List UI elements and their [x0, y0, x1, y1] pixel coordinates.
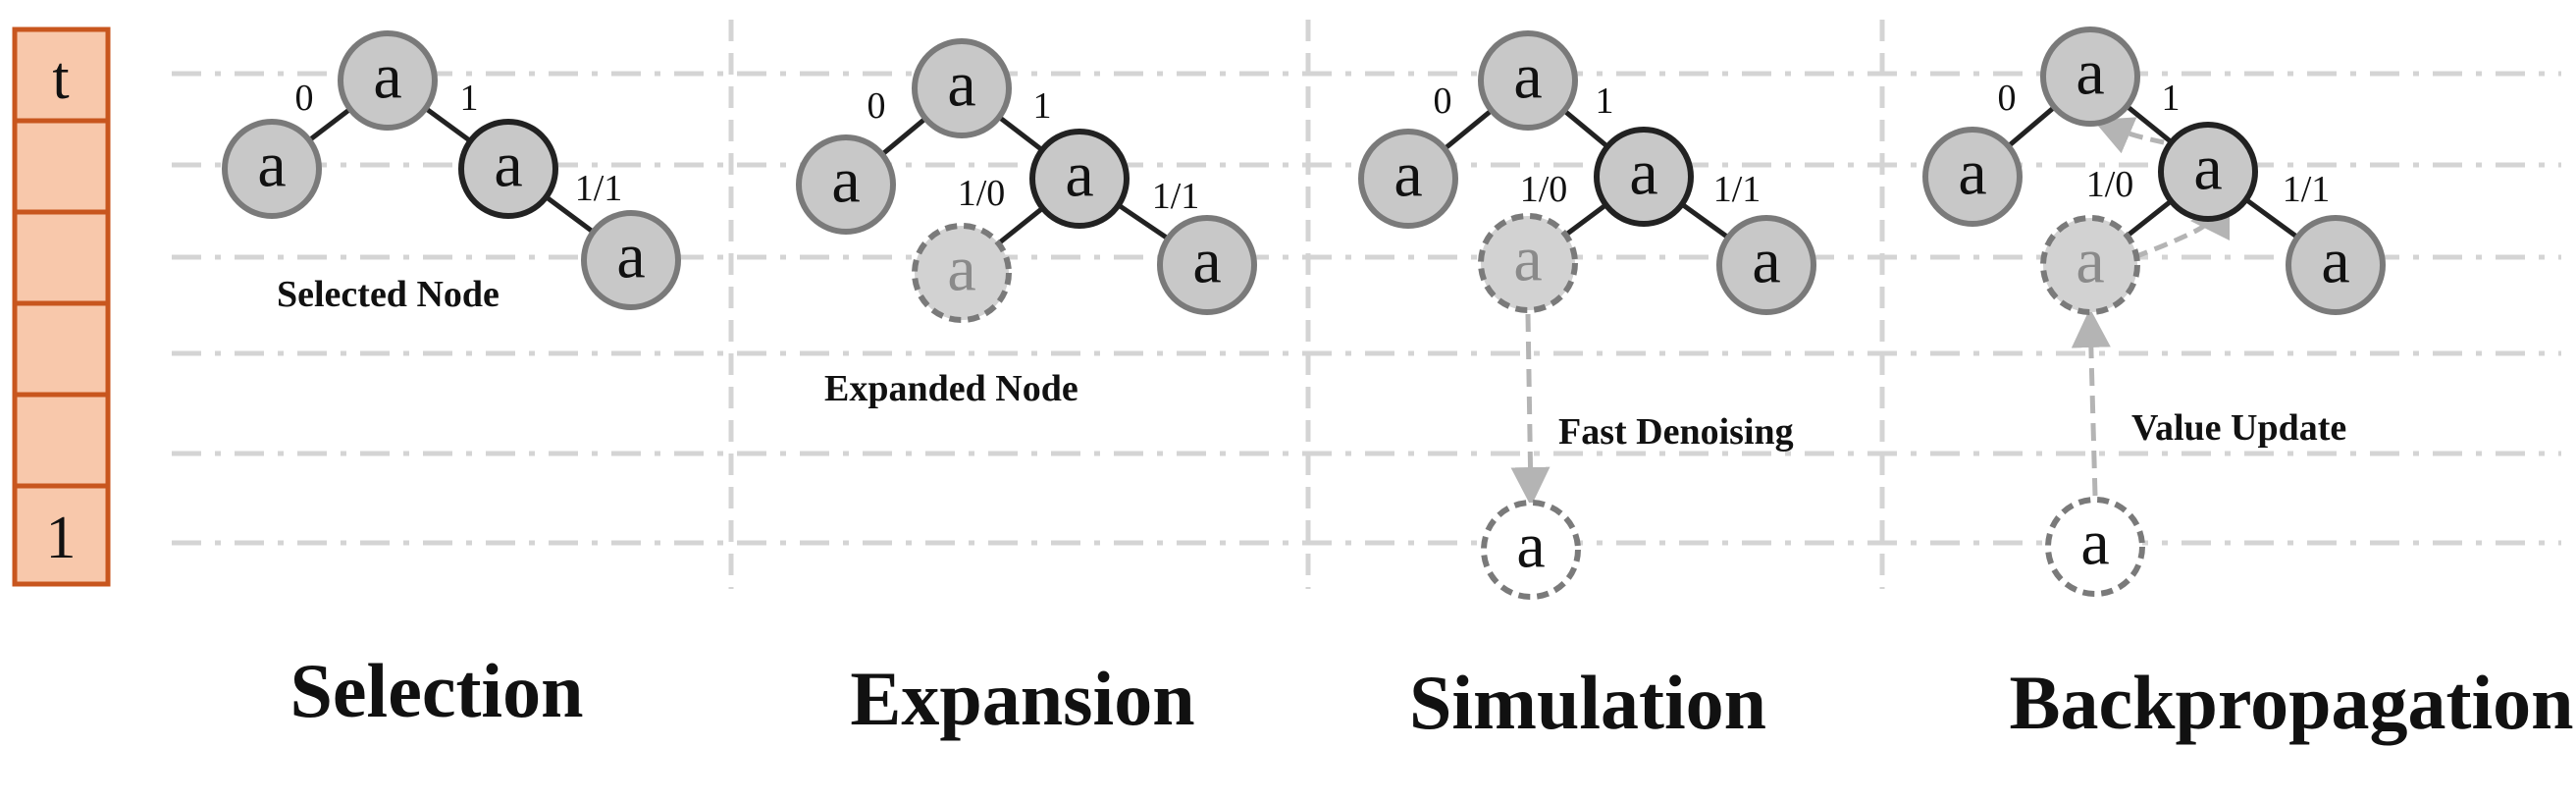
node-child: a — [581, 210, 681, 310]
svg-text:a: a — [947, 234, 975, 305]
svg-text:a: a — [1393, 139, 1422, 211]
node-rollout: a — [1481, 500, 1581, 600]
svg-text:a: a — [1513, 41, 1542, 113]
svg-text:a: a — [1629, 137, 1657, 209]
svg-text:a: a — [373, 41, 401, 113]
value-update-arrow — [2071, 308, 2111, 497]
annotation: Selected Node — [277, 274, 499, 315]
edge-label-new: 1/0 — [958, 173, 1006, 214]
timestep-stack: t 1 — [12, 27, 111, 587]
edge-label-left: 0 — [867, 85, 886, 127]
node-left: a — [1358, 129, 1458, 229]
svg-text:a: a — [616, 221, 645, 293]
edge-label-right: 1 — [460, 78, 479, 119]
svg-text:a: a — [1516, 510, 1545, 582]
svg-text:a: a — [1192, 226, 1221, 297]
edge-label-left: 0 — [1434, 80, 1452, 122]
panel-separators — [728, 20, 1885, 589]
stack-cell-2 — [12, 209, 111, 306]
stack-label-bottom: 1 — [46, 505, 77, 571]
svg-text:a: a — [1513, 224, 1542, 295]
phase-title: Selection — [290, 648, 584, 733]
edge-label-right: 1 — [1596, 80, 1614, 122]
edge-label-new: 1/0 — [1520, 169, 1568, 210]
fast-denoising-arrow — [1510, 313, 1551, 507]
node-child: a — [1157, 215, 1257, 315]
edge-label-child: 1/1 — [1152, 176, 1200, 217]
svg-text:a: a — [257, 130, 286, 201]
annotation: Fast Denoising — [1558, 411, 1794, 453]
svg-text:a: a — [831, 145, 860, 217]
edge-label-child: 1/1 — [2283, 169, 2331, 210]
stack-label-top: t — [52, 45, 69, 112]
node-expanded: a — [912, 223, 1012, 323]
svg-text:a: a — [2076, 37, 2104, 109]
stack-cell-0 — [12, 27, 111, 124]
svg-text:a: a — [2193, 133, 2222, 204]
edge-label-left: 0 — [295, 78, 314, 119]
svg-text:a: a — [1752, 226, 1780, 297]
stack-cell-3 — [12, 300, 111, 398]
node-right: a — [2158, 122, 2258, 222]
svg-text:a: a — [494, 130, 522, 201]
timestep-guides — [172, 71, 2561, 546]
node-right: a — [458, 119, 558, 219]
phase-title: Expansion — [850, 656, 1194, 741]
svg-text:a: a — [2076, 226, 2104, 297]
node-left: a — [222, 119, 322, 219]
stack-cell-1 — [12, 118, 111, 215]
node-child: a — [1716, 215, 1816, 315]
node-right: a — [1594, 127, 1694, 227]
node-rollout: a — [2045, 497, 2145, 597]
edge-label-child: 1/1 — [575, 168, 623, 209]
stack-cell-5 — [12, 483, 111, 587]
svg-text:a: a — [2321, 226, 2349, 297]
phase-title: Backpropagation — [2009, 660, 2573, 745]
annotation: Value Update — [2131, 407, 2346, 449]
node-left: a — [796, 134, 896, 235]
svg-text:a: a — [947, 49, 975, 121]
svg-text:a: a — [1065, 139, 1093, 211]
node-root: a — [338, 30, 438, 131]
node-root: a — [2040, 27, 2140, 127]
node-right: a — [1029, 129, 1130, 229]
edge-label-left: 0 — [1998, 78, 2017, 119]
svg-text:a: a — [2080, 507, 2109, 579]
edge-label-right: 1 — [2162, 78, 2181, 119]
node-left: a — [1922, 127, 2023, 227]
stack-cell-4 — [12, 392, 111, 489]
node-root: a — [912, 38, 1012, 138]
node-expanded: a — [2040, 215, 2140, 315]
edge-label-new: 1/0 — [2086, 164, 2134, 205]
edge-label-child: 1/1 — [1713, 169, 1761, 210]
node-child: a — [2286, 215, 2386, 315]
backprop-arrow-lower — [2133, 201, 2231, 260]
backprop-arrow-upper — [2092, 117, 2165, 154]
node-expanded: a — [1478, 213, 1578, 313]
node-root: a — [1478, 30, 1578, 131]
edge-label-right: 1 — [1033, 85, 1052, 127]
svg-text:a: a — [1958, 137, 1986, 209]
annotation: Expanded Node — [824, 368, 1078, 409]
phase-title: Simulation — [1409, 660, 1766, 745]
